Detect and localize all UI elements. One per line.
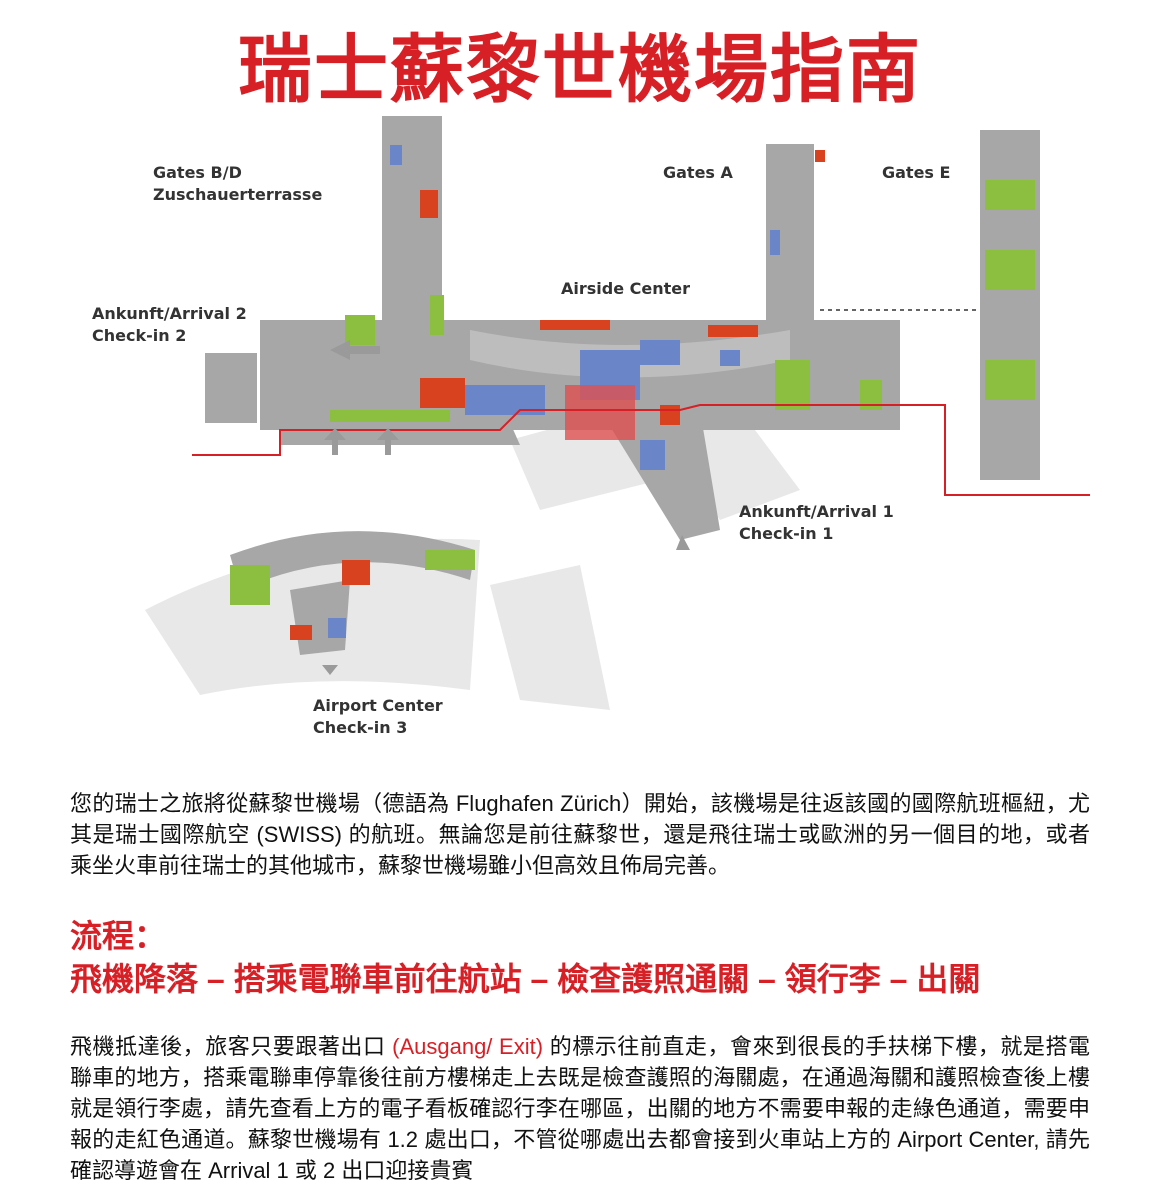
process-heading: 流程： bbox=[70, 918, 167, 954]
label-airside-center: Airside Center bbox=[561, 279, 690, 298]
intro-paragraph: 您的瑞士之旅將從蘇黎世機場（德語為 Flughafen Zürich）開始，該機… bbox=[70, 791, 1090, 878]
label-gates-a: Gates A bbox=[663, 163, 734, 182]
body-text: 的標示往前直走，會來到很長的手扶梯下樓，就是搭電聯車的地方，搭乘電聯車停靠後往前… bbox=[70, 1034, 1090, 1183]
airport-center-lower bbox=[290, 580, 350, 655]
exit-term: (Ausgang/ Exit) bbox=[392, 1034, 544, 1059]
red-blocks bbox=[290, 150, 825, 640]
terminal-diagonal bbox=[600, 410, 720, 540]
label-gates-e: Gates E bbox=[882, 163, 950, 182]
process-steps: 飛機降落 – 搭乘電聯車前往航站 – 檢查護照通關 – 領行李 – 出關 bbox=[70, 961, 981, 997]
terminal-left bbox=[205, 353, 257, 423]
exit-arrows bbox=[322, 340, 690, 675]
route-line bbox=[192, 404, 1090, 496]
map-area bbox=[490, 565, 610, 710]
page-title: 瑞士蘇黎世機場指南 bbox=[238, 28, 922, 111]
train-station-hatch bbox=[565, 385, 635, 440]
arrival-paragraph: 飛機抵達後，旅客只要跟著出口 (Ausgang/ Exit) 的標示往前直走，會… bbox=[70, 1031, 1090, 1186]
body-text: 飛機抵達後，旅客只要跟著出口 bbox=[70, 1034, 393, 1059]
